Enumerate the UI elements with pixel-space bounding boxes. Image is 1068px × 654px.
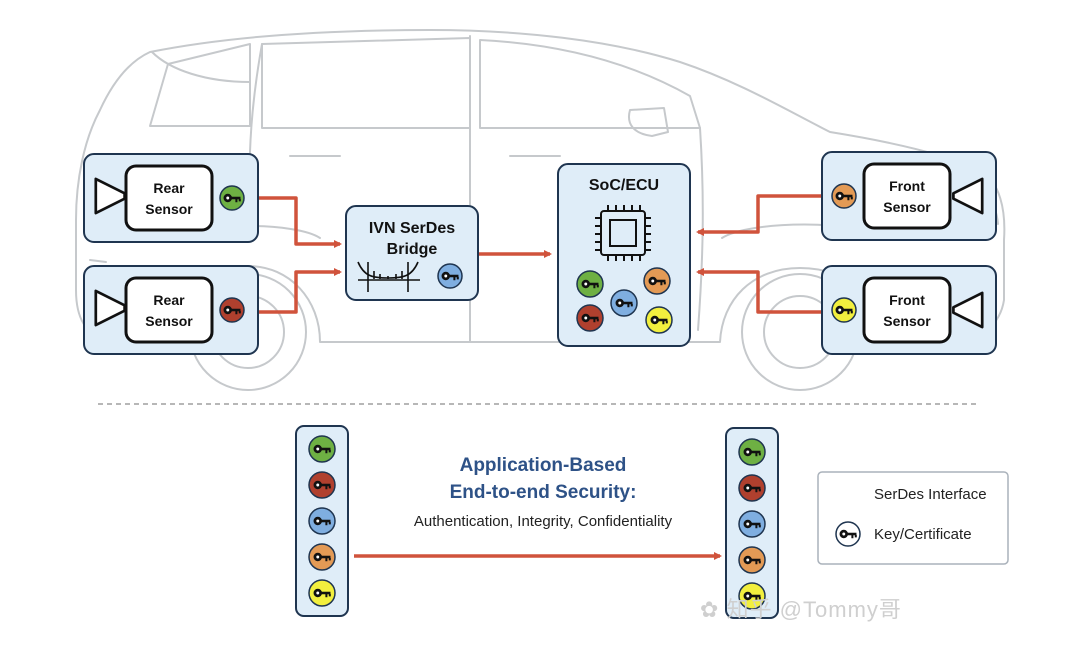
rear-sensor-top	[83, 153, 259, 243]
watermark-text: 知乎 @Tommy哥	[726, 597, 902, 622]
front-sensor-bottom-label: Front Sensor	[866, 290, 948, 332]
watermark-icon: ✿	[700, 597, 720, 622]
chip-icon	[595, 205, 651, 261]
security-title-line2: End-to-end Security:	[449, 482, 637, 503]
bridge-icon	[357, 261, 420, 292]
bridge-label: IVN SerDes Bridge	[347, 218, 477, 260]
rear-sensor-bottom	[83, 265, 259, 355]
front-sensor-top-label: Front Sensor	[866, 176, 948, 218]
soc-label: SoC/ECU	[588, 177, 660, 194]
ivn-serdes-bridge	[345, 205, 479, 301]
front-sensor-bottom	[821, 265, 997, 355]
bridge-line2: Bridge	[386, 241, 438, 258]
front-sensor-bottom-line1: Front	[889, 292, 925, 308]
left-key-stack	[295, 425, 349, 617]
front-sensor-bottom-line2: Sensor	[883, 313, 931, 329]
rear-sensor-bottom-line2: Sensor	[145, 313, 193, 329]
security-subtitle: Authentication, Integrity, Confidentiali…	[413, 513, 673, 530]
right-key-stack	[725, 427, 779, 619]
arrow-rear-top-to-bridge	[258, 196, 342, 248]
rear-sensor-bottom-line1: Rear	[153, 292, 185, 308]
security-title-line1: Application-Based	[459, 455, 627, 476]
legend-arrow-label: SerDes Interface	[874, 486, 987, 503]
soc-ecu	[557, 163, 691, 347]
arrow-front-bottom-to-soc	[696, 268, 824, 314]
rear-sensor-top-line1: Rear	[153, 180, 185, 196]
arrow-rear-bottom-to-bridge	[258, 268, 342, 314]
watermark: ✿ 知乎 @Tommy哥	[700, 592, 902, 624]
arrow-front-top-to-soc	[696, 194, 824, 236]
legend-key-label: Key/Certificate	[874, 526, 972, 543]
rear-sensor-bottom-label: Rear Sensor	[128, 290, 210, 332]
front-sensor-top-line1: Front	[889, 178, 925, 194]
front-sensor-top-line2: Sensor	[883, 199, 931, 215]
bridge-line1: IVN SerDes	[368, 220, 456, 237]
security-title: Application-Based End-to-end Security:	[378, 452, 708, 506]
rear-sensor-top-label: Rear Sensor	[128, 178, 210, 220]
legend	[817, 471, 1009, 565]
rear-sensor-top-line2: Sensor	[145, 201, 193, 217]
front-sensor-top	[821, 151, 997, 241]
